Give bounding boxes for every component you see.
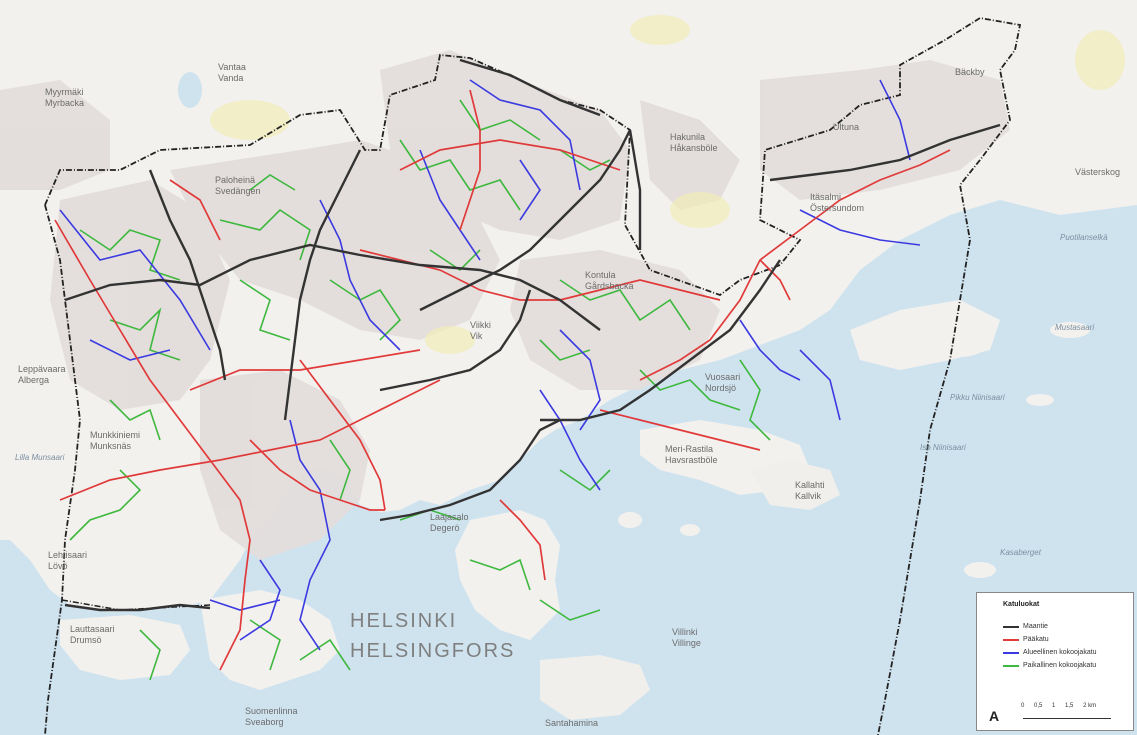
water-label: Kasaberget [1000,548,1042,557]
city-name-sv: HELSINGFORS [350,640,515,662]
island-5 [680,524,700,536]
legend-title: Katuluokat [1003,601,1040,608]
land-peninsula-south [200,590,340,690]
place-label: Västerskog [1075,167,1120,177]
city-boundary-west [44,204,81,735]
legend-label: Paikallinen kokoojakatu [1023,662,1097,669]
place-label: Munksnäs [90,441,132,451]
scale-bar [1023,715,1111,719]
place-label: Munkkiniemi [90,430,140,440]
place-label: Östersundom [810,203,864,213]
land-southwest [60,615,190,680]
legend-item-alueellinen: Alueellinen kokoojakatu [1003,649,1097,656]
place-label: Svedängen [215,186,261,196]
place-label: Itäsalmi [810,192,841,202]
land-south-islands [540,655,650,720]
city-name-fi: HELSINKI [350,610,457,632]
roads-paikallinen [69,99,771,681]
island-7 [1026,394,1054,406]
legend-swatch [1003,638,1019,641]
place-label: Viikki [470,320,491,330]
place-label: Myyrmäki [45,87,84,97]
place-labels: Myyrmäki Myrbacka Vantaa Vanda Paloheinä… [18,62,1120,728]
place-label: Myrbacka [45,98,84,108]
place-label: Kallvik [795,491,822,501]
place-label: Santahamina [545,718,598,728]
island-6 [406,410,434,430]
place-label: Paloheinä [215,175,255,185]
place-label: Havsrastböle [665,455,718,465]
lake-vantaa [178,72,202,108]
water-label: Mustasaari [1055,323,1094,332]
island-2 [1050,322,1090,338]
roads-alueellinen [59,79,921,651]
place-label: Nordsjö [705,383,736,393]
land-west-island [20,460,95,520]
legend-label: Maantie [1023,623,1048,630]
scale-tick: 1,5 [1065,703,1074,709]
water-label: Iso Niinisaari [920,443,966,452]
north-arrow-icon: A [989,708,1000,724]
place-label: Håkansböle [670,143,718,153]
place-label: Kontula [585,270,616,280]
place-label: Drumsö [70,635,102,645]
place-label: Vuosaari [705,372,740,382]
highlighted-zones [210,15,1125,354]
place-label: Gårdsbacka [585,281,634,291]
water-label: Lilla Munsaari [15,453,65,462]
legend-swatch [1003,651,1019,654]
place-label: Lövö [48,561,68,571]
city-boundary [44,17,1022,735]
place-label: Sveaborg [245,717,284,727]
legend-label: Alueellinen kokoojakatu [1023,649,1097,656]
place-label: Meri-Rastila [665,444,713,454]
water-label: Puotilanselkä [1060,233,1108,242]
legend-swatch [1003,664,1019,667]
place-label: Kallahti [795,480,825,490]
legend-swatch [1003,625,1019,628]
place-label: Lehtisaari [48,550,87,560]
legend-item-maantie: Maantie [1003,623,1048,630]
water-labels: Puotilanselkä Pikku Niinisaari Iso Niini… [15,233,1108,557]
scale-tick: 0,5 [1034,703,1043,709]
legend-item-paakatu: Pääkatu [1003,636,1049,643]
roads-maantie [64,58,1001,612]
place-label: Villinge [672,638,701,648]
land-laajasalo [455,510,560,640]
place-label: Degerö [430,523,460,533]
island-1 [934,333,986,357]
map-legend: Katuluokat Maantie Pääkatu Alueellinen k… [976,592,1134,731]
place-label: Leppävaara [18,364,66,374]
scale-tick: 2 km [1083,703,1097,709]
place-label: Bäckby [955,67,985,77]
place-label: Villinki [672,627,697,637]
place-label: Vik [470,331,483,341]
scale-tick: 1 [1052,703,1056,709]
scale-tick: 0 [1021,703,1025,709]
land-island-kalk [750,460,840,510]
island-3 [964,562,996,578]
water-label: Pikku Niinisaari [950,393,1005,402]
place-label: Vantaa [218,62,246,72]
place-label: Suomenlinna [245,706,298,716]
legend-item-paikallinen: Paikallinen kokoojakatu [1003,662,1096,669]
place-label: Lauttasaari [70,624,115,634]
roads-paakatu [54,89,951,671]
place-label: Ultuna [833,122,859,132]
scale-labels: 0 0,5 1 1,5 2 km [1021,703,1104,709]
island-4 [618,512,642,528]
place-label: Laajasalo [430,512,469,522]
legend-label: Pääkatu [1023,636,1049,643]
place-label: Vanda [218,73,243,83]
place-label: Alberga [18,375,49,385]
place-label: Hakunila [670,132,705,142]
